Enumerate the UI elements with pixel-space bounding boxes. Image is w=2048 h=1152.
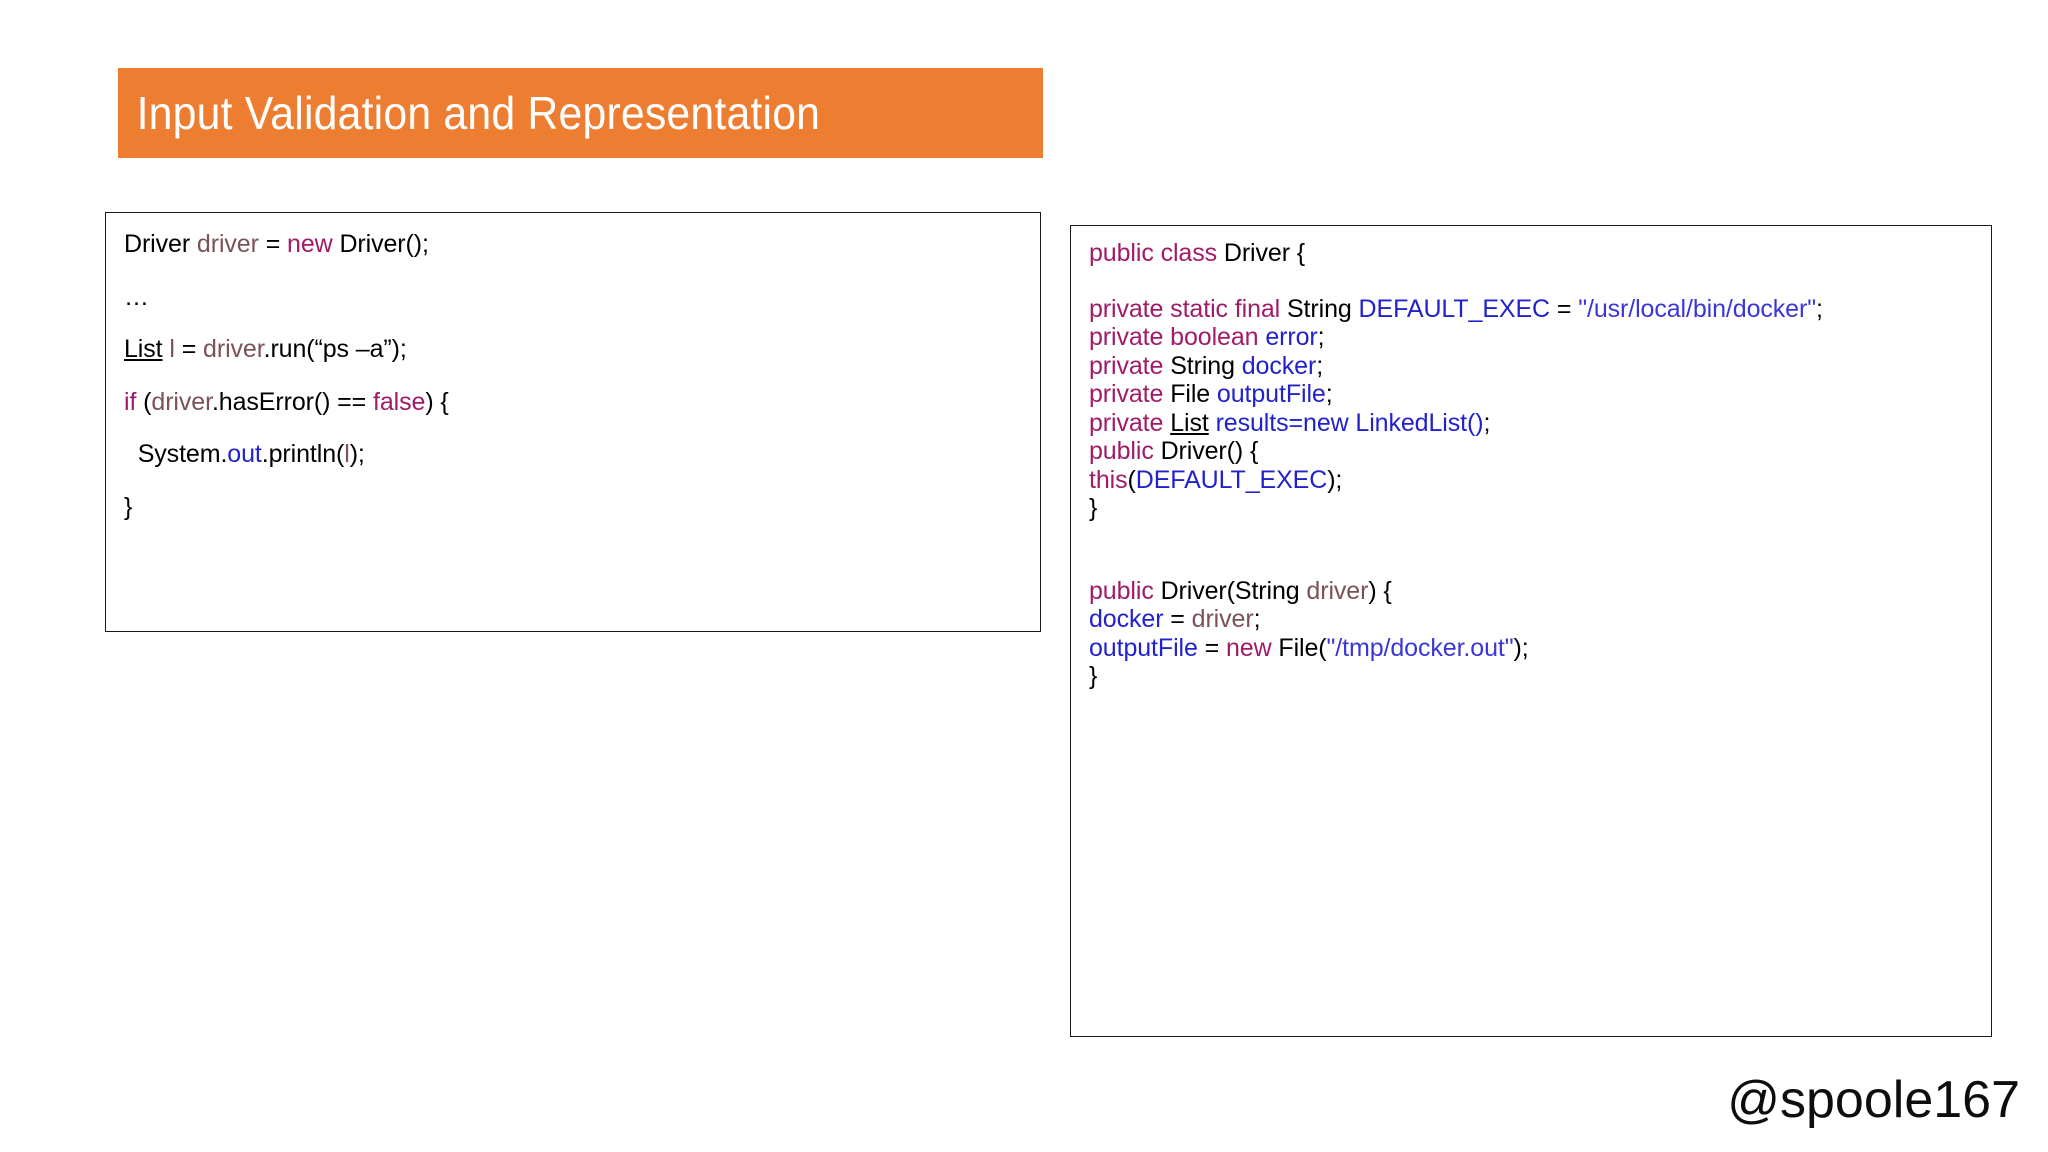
code-token: ; <box>1815 294 1823 323</box>
code-token: if <box>124 387 137 416</box>
code-token: outputFile <box>1089 633 1198 662</box>
code-token: String <box>1163 351 1242 380</box>
code-token: private boolean <box>1089 323 1259 351</box>
code-token: ); <box>1327 465 1343 494</box>
code-token: this <box>1089 465 1128 494</box>
code-line: Driver driver = new Driver(); <box>124 231 1022 258</box>
code-token: "/tmp/docker.out" <box>1326 633 1514 662</box>
code-token: ; <box>1317 323 1325 351</box>
code-box-usage: Driver driver = new Driver(); … List l = d… <box>105 212 1041 632</box>
code-line: … <box>124 282 1022 311</box>
code-token: private <box>1089 408 1164 437</box>
code-block-usage: Driver driver = new Driver(); … List l = d… <box>106 213 1040 556</box>
code-line: public Driver(String driver) { <box>1089 576 1973 605</box>
code-token: List <box>124 335 163 363</box>
code-line: public Driver() { <box>1089 438 1973 465</box>
code-token: ; <box>1483 408 1491 437</box>
code-token: File( <box>1271 633 1327 662</box>
code-line <box>1089 269 1973 294</box>
code-token: ); <box>349 440 365 468</box>
code-token: ( <box>1127 465 1136 494</box>
code-token: Driver <box>124 230 197 258</box>
page-title: Input Validation and Representation <box>136 87 821 139</box>
code-token: .hasError() == <box>211 387 373 416</box>
code-token: .run(“ps –a”); <box>263 335 407 363</box>
code-token: driver <box>196 230 259 258</box>
code-line: } <box>124 492 1022 521</box>
code-block-class-source: public class Driver { private static fin… <box>1071 226 1991 702</box>
code-token: = <box>174 335 204 363</box>
code-token: = <box>258 230 288 258</box>
code-token: out <box>227 440 262 468</box>
code-token <box>1209 409 1216 437</box>
code-token: } <box>1089 494 1098 522</box>
code-line: this(DEFAULT_EXEC); <box>1089 465 1973 494</box>
code-token: public class <box>1089 239 1218 267</box>
code-token: String <box>1280 294 1359 323</box>
code-token: ( <box>136 387 152 416</box>
code-token: docker <box>1241 351 1317 380</box>
code-token: System. <box>124 440 228 468</box>
code-token: private static final <box>1089 294 1281 323</box>
code-token: driver <box>1191 605 1254 633</box>
code-token: new <box>1226 633 1272 662</box>
code-token: } <box>124 492 133 521</box>
code-line: private static final String DEFAULT_EXEC… <box>1089 294 1973 323</box>
code-line <box>1089 524 1973 549</box>
code-token: } <box>1089 662 1098 690</box>
code-token: Driver { <box>1217 239 1306 267</box>
code-token: Driver(String <box>1153 576 1307 605</box>
code-token: File <box>1163 380 1217 408</box>
code-token: driver <box>203 335 264 363</box>
code-token: ) { <box>425 387 449 416</box>
code-line: public class Driver { <box>1089 240 1973 267</box>
code-token: results=new LinkedList() <box>1215 408 1484 437</box>
code-token: outputFile <box>1216 380 1326 408</box>
slide-title-banner: Input Validation and Representation <box>118 68 1043 158</box>
code-line: private String docker; <box>1089 351 1973 380</box>
code-line: private File outputFile; <box>1089 381 1973 408</box>
code-token: = <box>1197 633 1226 662</box>
code-token: ); <box>1513 633 1529 662</box>
code-token: ) { <box>1368 576 1392 605</box>
code-token: l <box>344 440 350 468</box>
code-line: outputFile = new File("/tmp/docker.out")… <box>1089 633 1973 662</box>
code-token: docker <box>1089 605 1164 633</box>
code-token: List <box>1170 408 1209 437</box>
code-token: l <box>169 335 175 363</box>
code-token: private <box>1089 380 1164 408</box>
code-line: System.out.println(l); <box>124 441 1022 468</box>
code-token: driver <box>1306 576 1369 605</box>
code-token: public <box>1089 437 1154 465</box>
code-token: driver <box>151 387 212 416</box>
code-token: … <box>124 282 149 311</box>
code-line: docker = driver; <box>1089 606 1973 633</box>
code-line: List l = driver.run(“ps –a”); <box>124 336 1022 363</box>
code-token: ; <box>1325 380 1333 408</box>
code-token: Driver(); <box>332 230 429 258</box>
code-token: DEFAULT_EXEC <box>1358 294 1551 323</box>
code-token: error <box>1265 323 1318 351</box>
code-line: } <box>1089 495 1973 522</box>
code-token: private <box>1089 351 1164 380</box>
author-handle: @spoole167 <box>1727 1071 2020 1129</box>
code-token: ; <box>1253 605 1261 633</box>
code-token: .println( <box>261 440 345 468</box>
code-token: public <box>1089 576 1154 605</box>
code-line: private List results=new LinkedList(); <box>1089 408 1973 437</box>
code-line: private boolean error; <box>1089 324 1973 351</box>
code-token: Driver() { <box>1153 437 1259 465</box>
code-token: = <box>1163 605 1192 633</box>
code-token: false <box>373 387 426 416</box>
code-token: DEFAULT_EXEC <box>1135 465 1328 494</box>
code-token: = <box>1550 294 1579 323</box>
code-token: ; <box>1316 351 1324 380</box>
code-line: } <box>1089 663 1973 690</box>
code-line: if (driver.hasError() == false) { <box>124 387 1022 416</box>
code-token: "/usr/local/bin/docker" <box>1578 294 1816 323</box>
code-line <box>1089 551 1973 576</box>
code-token: new <box>287 230 333 258</box>
code-box-class-source: public class Driver { private static fin… <box>1070 225 1992 1037</box>
